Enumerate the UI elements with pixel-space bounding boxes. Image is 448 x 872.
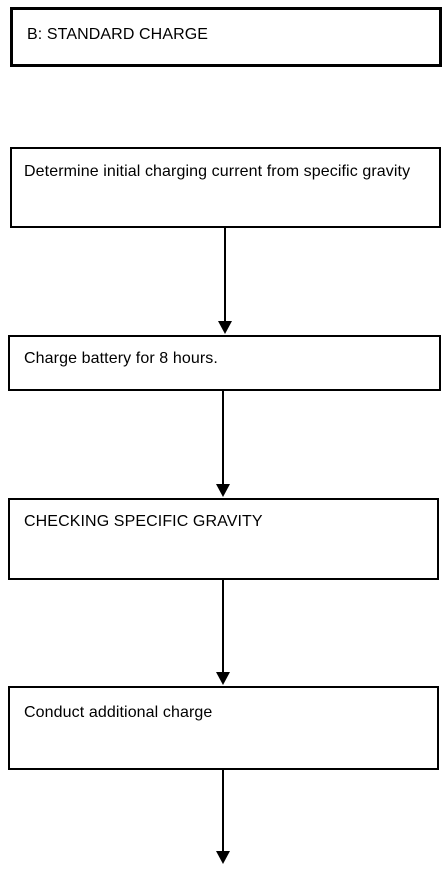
arrow-head xyxy=(216,484,230,497)
step-text: Charge battery for 8 hours. xyxy=(24,350,218,367)
step-box-checking-specific-gravity: CHECKING SPECIFIC GRAVITY xyxy=(8,498,439,580)
arrow-head xyxy=(216,851,230,864)
step-text: Determine initial charging current from … xyxy=(24,163,411,180)
title-text: B: STANDARD CHARGE xyxy=(27,26,209,43)
step-box-additional-charge: Conduct additional charge xyxy=(8,686,439,770)
step-box-determine-current: Determine initial charging current from … xyxy=(10,147,441,228)
step-text: Conduct additional charge xyxy=(24,704,213,721)
arrow-head xyxy=(216,672,230,685)
arrow-head xyxy=(218,321,232,334)
title-box: B: STANDARD CHARGE xyxy=(10,7,442,67)
step-text: CHECKING SPECIFIC GRAVITY xyxy=(24,513,263,530)
step-box-charge-battery: Charge battery for 8 hours. xyxy=(8,335,441,391)
